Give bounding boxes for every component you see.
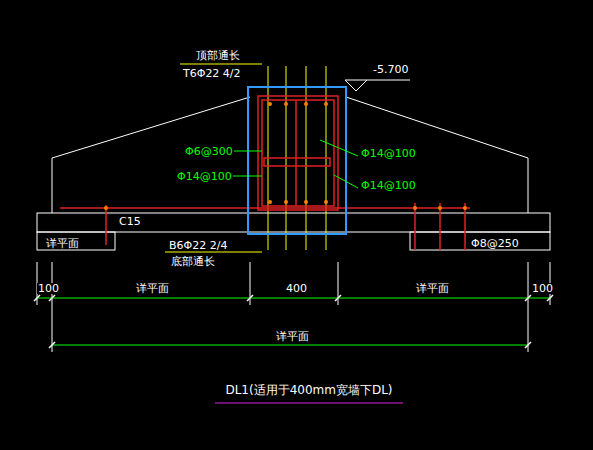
rebar-dot (304, 200, 308, 204)
slab-right (410, 232, 550, 250)
rebar-dot (268, 200, 272, 204)
caption-underline (215, 403, 403, 404)
dim-ticks (34, 295, 553, 348)
elevation-line (345, 80, 410, 81)
rebar-dot (284, 200, 288, 204)
annotation-label: -5.700 (372, 64, 409, 75)
rebar-dot (104, 206, 108, 210)
annotation-label: Φ8@250 (470, 238, 520, 249)
annotation-label: 详平面 (135, 283, 170, 294)
rebar-dot (268, 102, 272, 106)
annotation-label: T6Φ22 4/2 (182, 68, 242, 79)
annotation-label: 100 (37, 283, 60, 294)
annotation-label: 顶部通长 (195, 50, 241, 61)
caption: DL1(适用于400mm宽墙下DL) (224, 384, 393, 396)
slab-left (37, 232, 115, 250)
beam-haunch-left (52, 97, 250, 213)
annotation-label: Φ14@100 (176, 171, 233, 182)
rebar-cage (60, 96, 470, 250)
rebar-dot (284, 102, 288, 106)
rebar-dot (324, 102, 328, 106)
elevation-mark (345, 80, 367, 91)
annotation-label: 100 (531, 283, 554, 294)
rebar-dot (463, 206, 467, 210)
annotation-label: C15 (118, 216, 142, 227)
annotation-label: 详平面 (45, 238, 80, 249)
annotation-label: 底部通长 (170, 256, 216, 267)
cushion-layer (37, 213, 550, 232)
beam-haunch-right (346, 97, 528, 213)
rebar-dot (438, 206, 442, 210)
rebar-dot (324, 200, 328, 204)
rebar-dot (413, 206, 417, 210)
annotation-label: Φ14@100 (360, 148, 417, 159)
annotation-label: 详平面 (415, 283, 450, 294)
annotation-label: Φ6@300 (184, 146, 234, 157)
annotation-label: 400 (285, 283, 308, 294)
annotation-label: B6Φ22 2/4 (168, 240, 228, 251)
highlight-box (248, 87, 346, 234)
annotation-label: 详平面 (275, 331, 310, 342)
annotation-label: Φ14@100 (360, 180, 417, 191)
leaders (37, 140, 550, 345)
rebar-dot (304, 102, 308, 106)
